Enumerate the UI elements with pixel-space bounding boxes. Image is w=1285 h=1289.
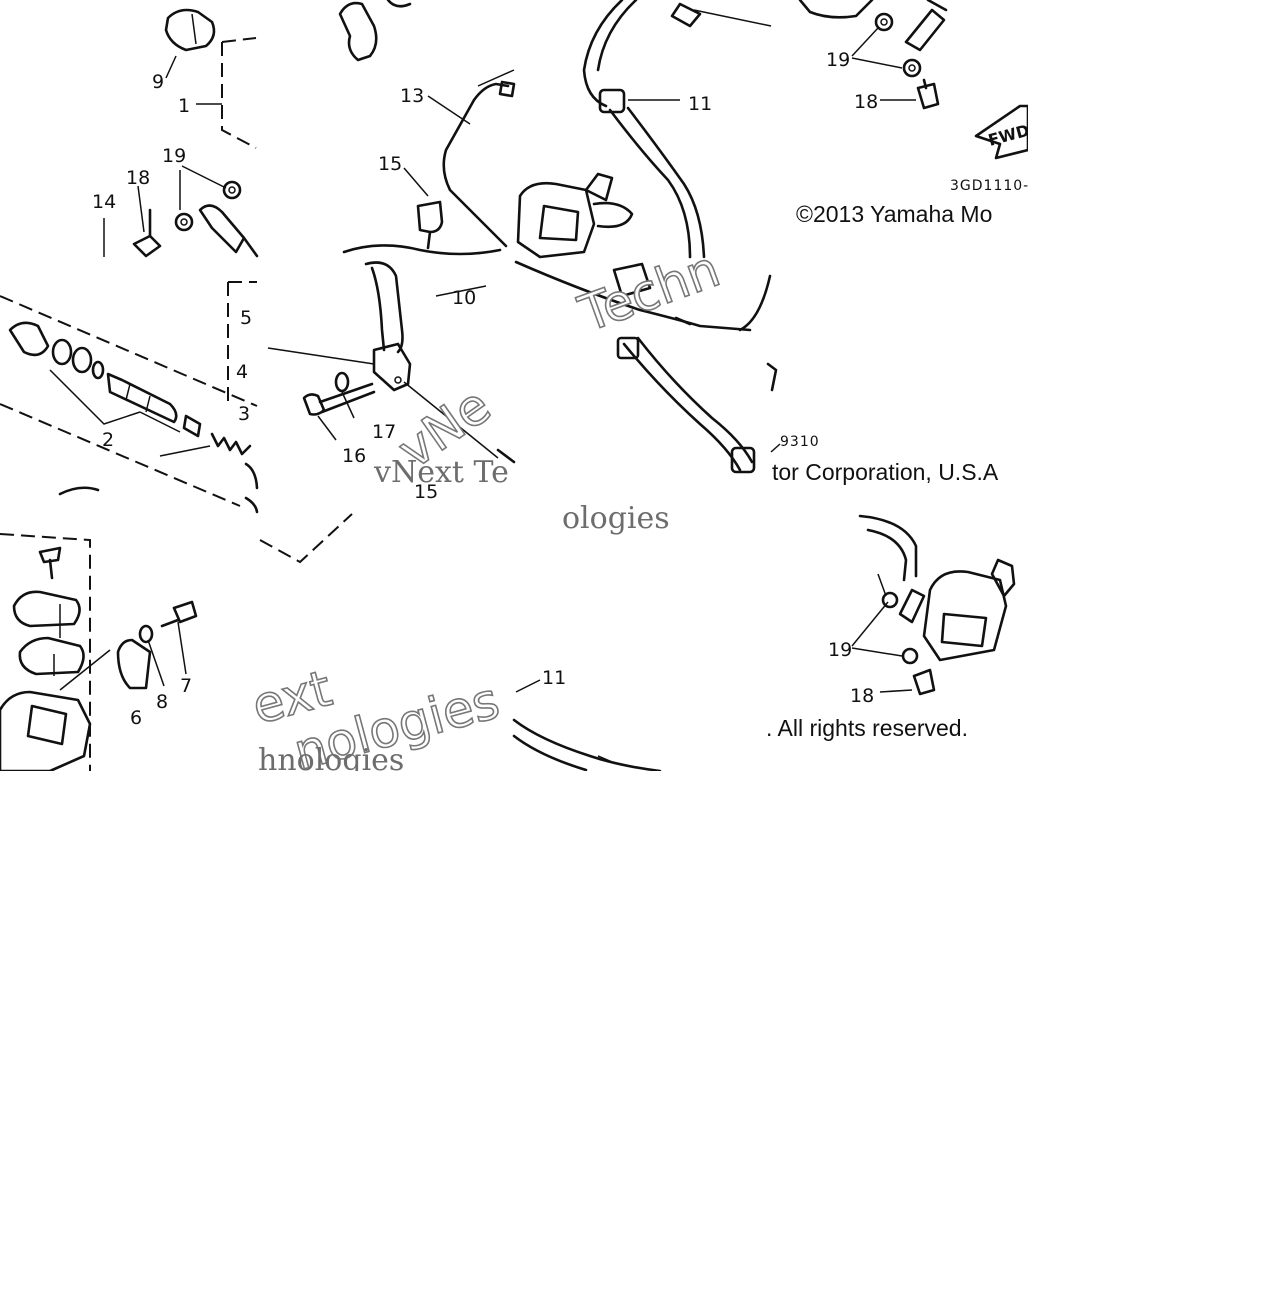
hose-clip-icon (612, 262, 652, 298)
tile-bottom-center-right (512, 679, 662, 773)
crush-washer-icon (881, 591, 919, 665)
callout-label: 9 (152, 71, 164, 93)
brake-hose-joint-icon (372, 342, 412, 392)
callout-label: 15 (414, 481, 438, 503)
reservoir-diaphragm-icon (12, 590, 85, 676)
copyright-line: ©2013 Yamaha Mo (796, 201, 992, 227)
tile-bottom-left (0, 533, 198, 773)
watermark-text: ologies (562, 501, 670, 536)
crush-washer-icon (874, 12, 922, 78)
callout-label: 18 (850, 685, 874, 707)
watermark-text: vNext Te (373, 455, 509, 490)
callout-label: 17 (372, 421, 396, 443)
tile-bottom-right (851, 514, 1016, 696)
callout-label: 19 (826, 49, 850, 71)
piston-assembly-icon (106, 372, 178, 424)
hose-fitting-icon (904, 0, 948, 52)
tile-top-left (103, 8, 259, 258)
watermark-text: Techn (571, 240, 727, 344)
callout-label: 19 (828, 639, 852, 661)
piston-seal-icon (8, 321, 105, 380)
rear-brake-caliper-icon (922, 558, 1016, 662)
bleed-screw-icon (916, 78, 940, 110)
tile-top-right (516, 0, 772, 259)
crush-washer-icon (174, 180, 242, 232)
callout-label: 5 (240, 307, 252, 329)
tile-mid-left (0, 281, 259, 514)
callout-label: 8 (156, 691, 168, 713)
callout-label: 3 (238, 403, 250, 425)
master-cylinder-body-icon (0, 690, 92, 773)
part-code: 9310 (780, 434, 820, 450)
callout-label: 16 (342, 445, 366, 467)
callout-label: 11 (542, 667, 566, 689)
callout-label: 18 (126, 167, 150, 189)
diagram-code: 3GD1110- (950, 178, 1029, 194)
tile-center-right (514, 260, 778, 474)
reservoir-cap-icon (338, 0, 412, 62)
callout-label: 10 (452, 287, 476, 309)
spring-icon (182, 414, 252, 456)
brake-hose-fitting-icon (198, 204, 259, 258)
callout-label: 14 (92, 191, 116, 213)
banjo-fitting-icon (898, 588, 926, 624)
brake-hose-10-icon (364, 261, 404, 354)
brake-hose-11-icon (582, 0, 706, 259)
brake-line-13-icon (442, 80, 516, 248)
callout-label: 7 (180, 675, 192, 697)
reservoir-screw-icon (38, 546, 62, 580)
brake-hose-lower-icon (616, 336, 756, 474)
tile-far-right-top (798, 0, 1030, 160)
callout-label: 19 (162, 145, 186, 167)
hose-union-icon (598, 2, 702, 114)
callout-label: 13 (400, 85, 424, 107)
copyright-line: . All rights reserved. (766, 715, 968, 741)
clamp-bracket-icon (116, 638, 152, 690)
bleed-screw-icon (912, 668, 936, 696)
tile-top-center (338, 0, 516, 256)
union-bolt-icon (302, 382, 376, 416)
tile-center (259, 261, 516, 564)
washer-icon (138, 624, 154, 644)
callout-label: 6 (130, 707, 142, 729)
clamp-bolt-icon (160, 600, 198, 628)
brake-caliper-icon (516, 172, 634, 259)
callout-label: 2 (102, 429, 114, 451)
banjo-bolt-icon (132, 208, 162, 258)
copyright-line: tor Corporation, U.S.A (772, 459, 999, 485)
callout-label: 18 (854, 91, 878, 113)
callout-label: 15 (378, 153, 402, 175)
gasket-icon (334, 371, 350, 393)
callout-label: 4 (236, 361, 248, 383)
grip-sleeve-icon (164, 8, 216, 52)
callout-label: 11 (688, 93, 712, 115)
tile-far-right-mid (770, 443, 781, 453)
callout-label: 1 (178, 95, 190, 117)
hose-clip-icon (416, 200, 444, 250)
